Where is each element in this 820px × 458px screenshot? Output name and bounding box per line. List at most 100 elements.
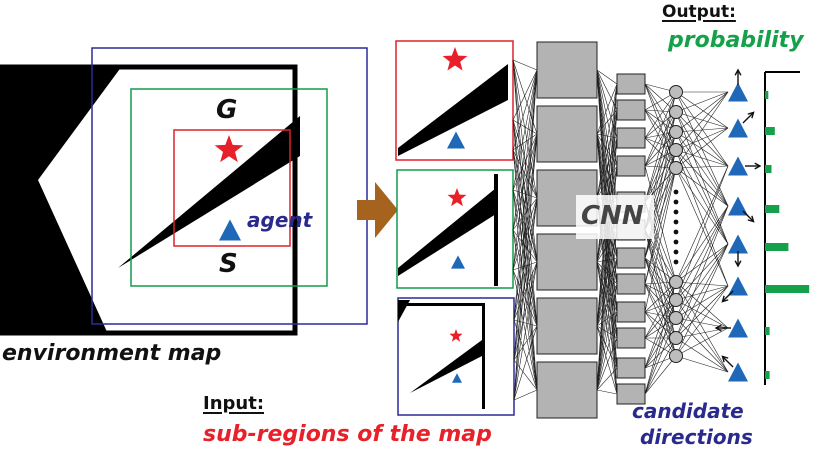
cnn-connection: [675, 281, 729, 329]
cnn-connection: [596, 69, 618, 313]
start-label: S: [219, 249, 238, 279]
cnn-connection: [513, 261, 538, 401]
cnn-connection: [512, 59, 538, 71]
direction-arrowhead-icon: [734, 260, 742, 268]
cnn-connection: [675, 281, 729, 287]
region-medium: [130, 88, 328, 287]
cnn-layer2-block: [616, 127, 646, 149]
agent-triangle-icon: [728, 276, 748, 296]
cnn-connection: [596, 283, 618, 391]
cnn-connection: [644, 165, 677, 283]
cnn-connection: [644, 149, 677, 203]
patch-small-wedge: [398, 64, 508, 156]
cnn-connection: [596, 257, 618, 327]
candidate-label-line1: candidate: [632, 399, 744, 423]
cnn-connection: [675, 149, 729, 245]
probability-bar: [765, 327, 770, 335]
cnn-connection: [512, 189, 538, 391]
cnn-connection: [512, 133, 538, 191]
cnn-ellipsis-dot: [673, 209, 679, 215]
cnn-connection: [675, 131, 729, 207]
cnn-connection: [644, 299, 677, 369]
cnn-connection: [512, 69, 538, 231]
cnn-connection: [513, 133, 538, 361]
cnn-neuron: [669, 125, 683, 139]
subregion-patch-medium: [396, 169, 514, 289]
cnn-layer2-block: [616, 155, 646, 177]
cnn-connection: [596, 257, 618, 391]
environment-map-label: environment map: [2, 341, 222, 366]
direction-arrowhead-icon: [747, 215, 755, 223]
direction-arrowhead-icon: [747, 111, 755, 119]
cnn-connection: [512, 197, 538, 271]
cnn-connection: [512, 69, 538, 121]
cnn-connection: [675, 317, 729, 373]
cnn-layer2-block: [616, 73, 646, 95]
cnn-layer2-block: [616, 247, 646, 269]
cnn-connection: [644, 281, 677, 339]
output-heading: Output:: [662, 2, 736, 22]
direction-arrowhead-icon: [721, 295, 729, 303]
agent-triangle-icon: [447, 131, 465, 149]
direction-arrowhead-icon: [721, 355, 729, 363]
cnn-label-backdrop: [576, 195, 654, 239]
subregion-patch-small: [395, 40, 514, 161]
goal-star-icon: [214, 135, 244, 163]
cnn-connection: [596, 325, 618, 369]
cnn-connection: [675, 205, 729, 283]
map-border: [0, 64, 298, 336]
cnn-connection: [513, 197, 538, 321]
cnn-connection: [513, 389, 538, 401]
cnn-ellipsis-dot: [673, 229, 679, 235]
cnn-connection: [644, 317, 677, 395]
cnn-connection: [675, 149, 729, 167]
cnn-connection: [644, 167, 677, 259]
direction-arrow-icon: [721, 355, 734, 368]
cnn-connection: [512, 59, 538, 263]
cnn-connection: [675, 167, 729, 245]
cnn-connection: [644, 111, 677, 167]
cnn-connection: [675, 127, 729, 151]
cnn-neuron: [669, 105, 683, 119]
agent-label: agent: [247, 208, 313, 232]
direction-arrow-icon: [721, 290, 734, 303]
direction-arrowhead-icon: [714, 324, 722, 332]
cnn-connection: [513, 197, 538, 361]
cnn-connection: [675, 167, 729, 287]
cnn-connection: [675, 299, 729, 329]
goal-star-icon: [442, 47, 468, 71]
cnn-connection: [596, 83, 618, 199]
cnn-connection: [512, 69, 538, 151]
agent-triangle-icon: [219, 219, 241, 241]
cnn-connection: [675, 167, 729, 207]
cnn-connection: [513, 133, 538, 401]
cnn-neuron: [669, 275, 683, 289]
cnn-layer1-block: [536, 233, 598, 291]
cnn-layer2-block: [616, 357, 646, 379]
cnn-neuron: [669, 331, 683, 345]
candidate-label-line2: directions: [640, 425, 753, 449]
cnn-connection: [512, 133, 538, 151]
cnn-connection: [644, 167, 677, 285]
cnn-connection: [675, 91, 729, 113]
cnn-layer1-block: [536, 297, 598, 355]
cnn-connection: [596, 69, 618, 85]
region-large: [91, 47, 368, 325]
environment-map: [0, 47, 368, 336]
cnn-connection: [596, 283, 618, 327]
probability-bar: [765, 165, 772, 173]
cnn-layer-3: [669, 85, 683, 363]
cnn-connection: [512, 261, 538, 271]
cnn-connection: [675, 127, 729, 169]
input-heading: Input:: [203, 393, 265, 414]
cnn-connection: [675, 285, 729, 339]
cnn-connection: [644, 167, 677, 313]
cnn-connection: [644, 111, 677, 203]
cnn-connection: [644, 131, 677, 203]
cnn-connection: [644, 257, 677, 319]
cnn-layer2-block: [616, 273, 646, 295]
cnn-connection: [513, 69, 538, 401]
cnn-ellipsis-dot: [673, 249, 679, 255]
